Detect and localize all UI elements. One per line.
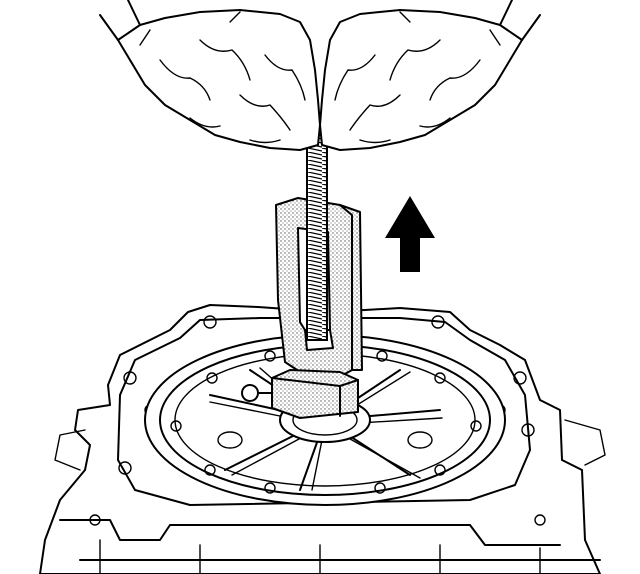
pull-direction-arrow (385, 196, 435, 272)
threaded-rod (306, 129, 328, 341)
hands (99, 0, 541, 151)
